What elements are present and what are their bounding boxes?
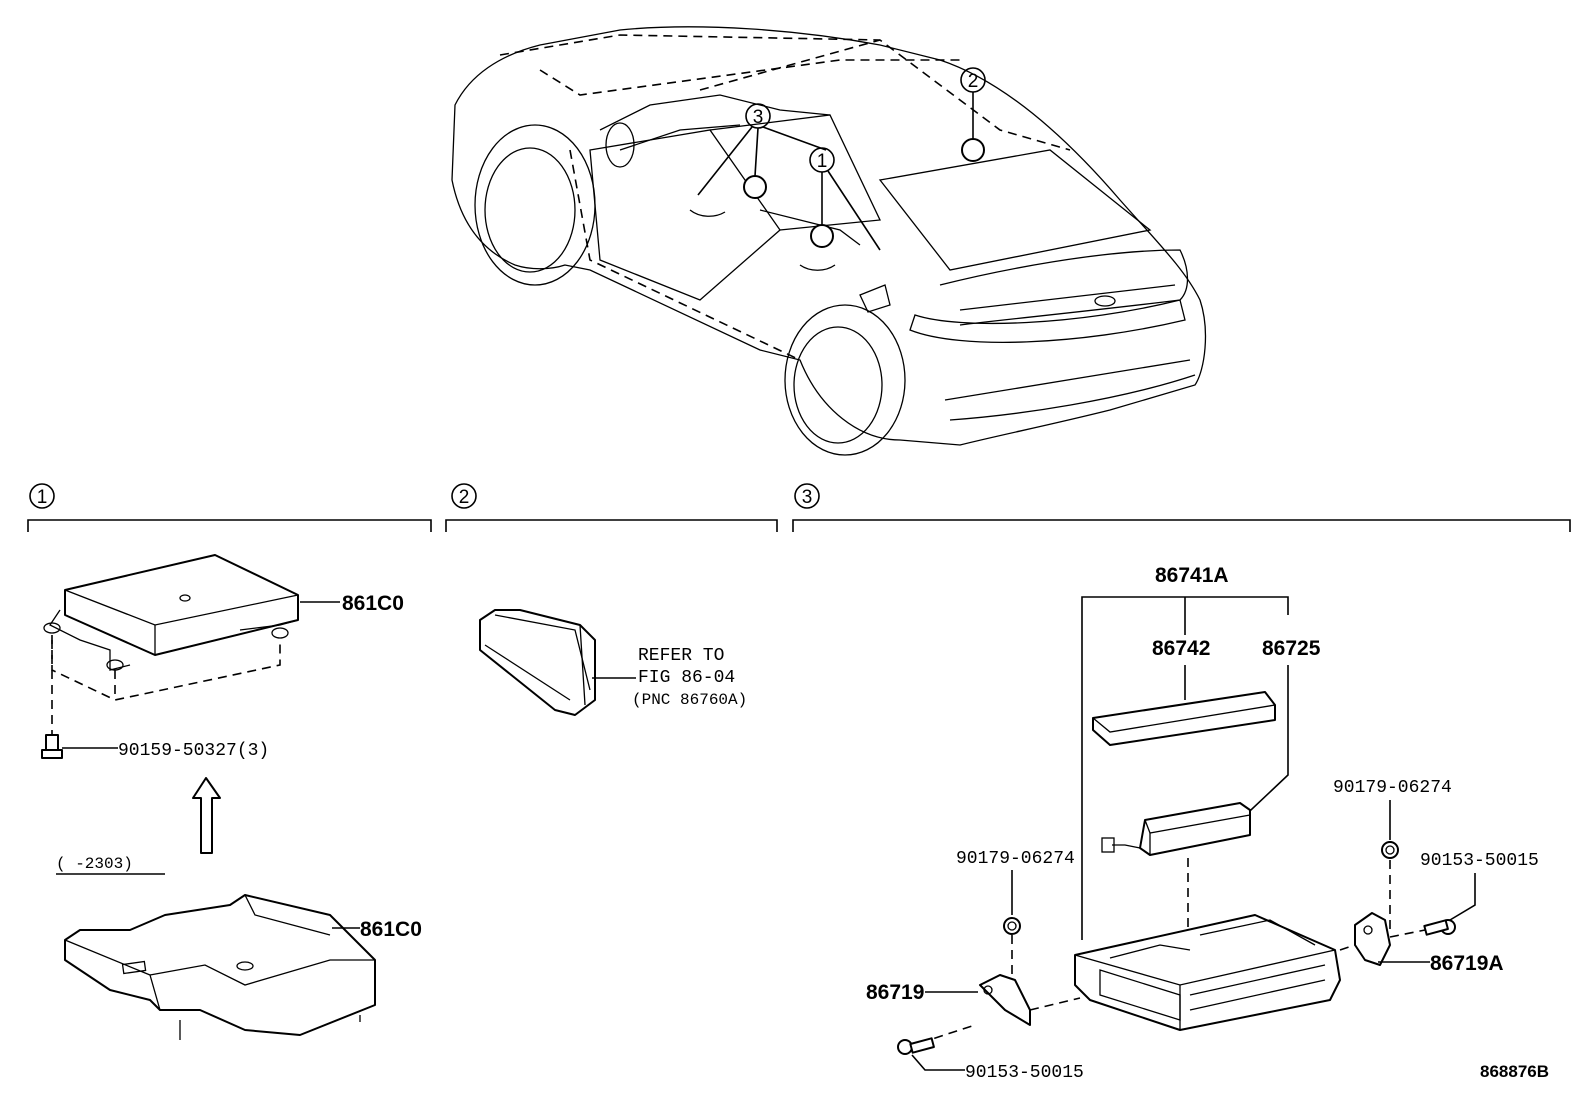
cover-plate-86742 <box>1092 691 1276 746</box>
callout-number-3-top: 3 <box>753 107 764 128</box>
bracket-86719 <box>979 974 1031 1026</box>
module-861c0-upper <box>43 554 299 671</box>
refer-to-line1: REFER TO <box>638 646 724 666</box>
location-marker-1 <box>810 224 834 248</box>
section-number-1: 1 <box>37 487 48 508</box>
label-90179-06274-right: 90179-06274 <box>1333 778 1452 798</box>
location-marker-3 <box>743 175 767 199</box>
module-861c0-lower <box>64 894 376 1040</box>
main-unit <box>1074 914 1341 1031</box>
callout-number-1-top: 1 <box>817 151 828 172</box>
refer-to-line2: FIG 86-04 <box>638 668 735 688</box>
nut-left <box>1003 917 1021 935</box>
section-1-parts: 861C0 90159-50327(3) ( -2303) 861C0 <box>41 554 422 1040</box>
section-number-2: 2 <box>459 487 470 508</box>
label-86741a: 86741A <box>1155 564 1229 587</box>
label-861c0-lower: 861C0 <box>360 918 422 941</box>
bolt-right <box>1423 919 1456 936</box>
date-range-label: ( -2303) <box>56 855 133 873</box>
label-90153-50015-right: 90153-50015 <box>1420 851 1539 871</box>
bolt-left <box>897 1037 935 1055</box>
section-number-3: 3 <box>802 487 813 508</box>
callout-number-2-top: 2 <box>968 71 979 92</box>
section-3-parts: 86741A 86742 86725 9017 <box>866 564 1539 1083</box>
meter-assembly <box>479 609 596 716</box>
vehicle-illustration: 2 3 1 <box>451 26 1207 456</box>
nut-right <box>1381 841 1399 859</box>
label-86719: 86719 <box>866 981 924 1004</box>
section-header-1: 1 <box>27 483 432 532</box>
label-90159-50327: 90159-50327(3) <box>118 741 269 761</box>
label-86719a: 86719A <box>1430 952 1504 975</box>
section-header-3: 3 <box>792 483 1571 532</box>
label-86725: 86725 <box>1262 637 1321 660</box>
location-marker-2 <box>961 138 985 162</box>
label-86742: 86742 <box>1152 637 1210 660</box>
bolt-90159-50327 <box>41 640 63 759</box>
label-90179-06274-left: 90179-06274 <box>956 849 1075 869</box>
slot-module-86725 <box>1101 802 1251 856</box>
bracket-86719a <box>1354 912 1391 966</box>
section-2-parts: REFER TO FIG 86-04 (PNC 86760A) <box>479 609 747 716</box>
label-861c0-upper: 861C0 <box>342 592 404 615</box>
illustration-id: 868876B <box>1480 1062 1549 1081</box>
section-header-2: 2 <box>445 483 778 532</box>
up-arrow-icon <box>192 777 221 854</box>
label-90153-50015-left: 90153-50015 <box>965 1063 1084 1083</box>
refer-to-line3: (PNC 86760A) <box>632 691 747 709</box>
